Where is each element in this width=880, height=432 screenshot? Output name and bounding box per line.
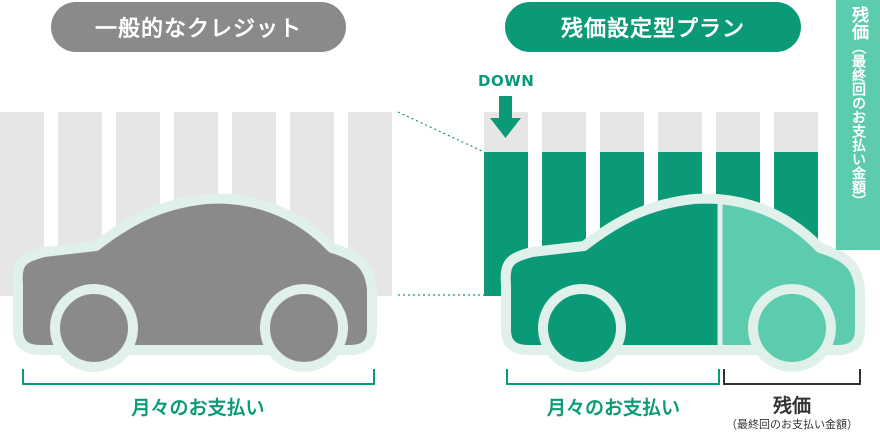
header-general-credit: 一般的なクレジット <box>51 2 346 52</box>
residual-banner-subtitle: （最終回のお支払い金額） <box>850 40 866 208</box>
right-bar-top <box>774 112 818 152</box>
residual-banner <box>836 0 880 250</box>
residual-sublabel: （最終回のお支払い金額） <box>726 418 858 431</box>
right-bar-top <box>542 112 586 152</box>
residual-banner-title: 残価 <box>848 6 868 40</box>
down-arrow-icon <box>490 96 521 138</box>
bracket-left <box>22 369 375 385</box>
down-label: DOWN <box>478 72 535 90</box>
header-residual-plan: 残価設定型プラン <box>505 2 801 52</box>
right-bar-top <box>658 112 702 152</box>
car-green-icon <box>500 193 865 372</box>
car-gray-icon <box>12 193 377 372</box>
bracket-residual <box>723 369 861 385</box>
connector-top <box>397 111 485 153</box>
bracket-right <box>506 369 720 385</box>
monthly-payment-label-left: 月々のお支払い <box>131 397 265 419</box>
residual-banner-text: 残価 （最終回のお支払い金額） <box>836 6 880 208</box>
monthly-payment-label-right: 月々のお支払い <box>546 397 680 419</box>
right-bar-top <box>600 112 644 152</box>
residual-label: 残価 <box>772 395 811 417</box>
right-bar-top <box>716 112 760 152</box>
